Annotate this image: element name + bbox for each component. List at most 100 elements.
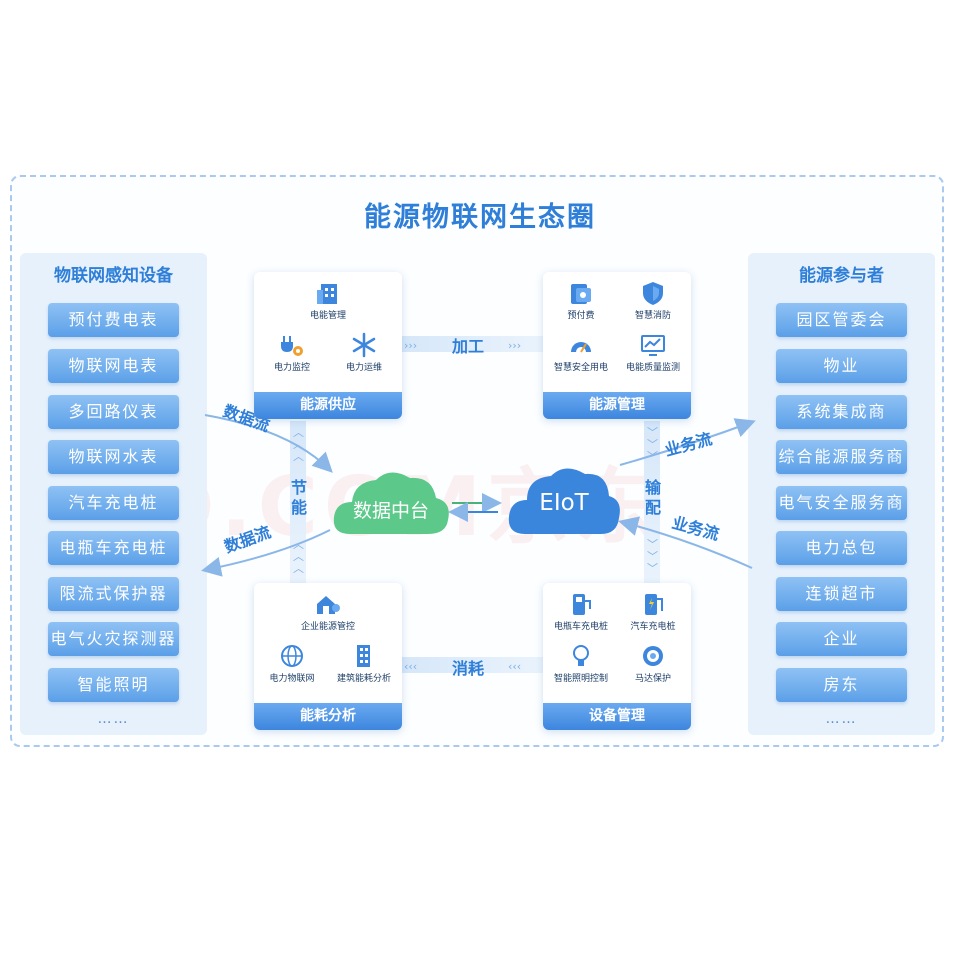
card-energy-management: 预付费 智慧消防 智慧安全用电 电能质量监测 能源管理: [543, 272, 691, 419]
card-item-label: 企业能源管控: [300, 622, 355, 632]
svg-text:﹀: ﹀: [647, 426, 658, 439]
building-icon: [357, 645, 370, 667]
flow-label-process: 加工: [452, 337, 485, 356]
svg-text:﹀: ﹀: [647, 550, 658, 563]
svg-text:︿: ︿: [293, 450, 304, 463]
svg-text:︿: ︿: [293, 562, 304, 575]
card-item: 电能质量监测: [615, 332, 691, 373]
gauge-icon: [571, 342, 591, 353]
data-flow-arrow-upper: [204, 414, 333, 473]
svg-text:﹀: ﹀: [647, 438, 658, 451]
participant-item: 物业: [776, 349, 907, 383]
device-item: 智能照明: [48, 668, 179, 702]
more-ellipsis: ……: [825, 711, 858, 727]
card-item: 电力运维: [326, 332, 402, 373]
more-ellipsis: ……: [97, 711, 130, 727]
bottom-chevrons: ‹‹‹ ‹‹‹: [404, 660, 521, 673]
page-title: 能源物联网生态圈: [364, 202, 596, 233]
lightbulb-icon: [573, 645, 589, 666]
right-chevrons: ﹀﹀﹀ ﹀﹀﹀: [647, 426, 658, 575]
card-item: 汽车充电桩: [615, 591, 691, 632]
card-item: 电力监控: [254, 332, 330, 373]
business-flow-arrow-upper: [619, 418, 756, 466]
card-item: 预付费: [543, 280, 619, 321]
card-item: 智慧安全用电: [543, 332, 619, 373]
card-energy-supply: 电能管理 电力监控 电力运维 能源供应: [254, 272, 402, 419]
device-item: 限流式保护器: [48, 577, 179, 611]
card-item: 建筑能耗分析: [326, 643, 402, 684]
card-item: 智慧消防: [615, 280, 691, 321]
svg-text:›››: ›››: [404, 339, 417, 352]
right-panel: 能源参与者 园区管委会 物业 系统集成商 综合能源服务商 电气安全服务商 电力总…: [748, 253, 935, 735]
card-item-label: 电力监控: [273, 363, 310, 373]
business-flow-arrow-lower: [618, 516, 753, 569]
participant-item: 系统集成商: [776, 395, 907, 429]
monitor-chart-icon: [641, 335, 665, 356]
svg-text:︿: ︿: [293, 438, 304, 451]
left-panel: 物联网感知设备 预付费电表 物联网电表 多回路仪表 物联网水表 汽车充电桩 电瓶…: [20, 253, 207, 735]
participant-item: 连锁超市: [776, 577, 907, 611]
flow-label-distribution: 输配: [644, 478, 661, 517]
data-platform-cloud: 数据中台: [328, 462, 454, 540]
card-item-label: 电力物联网: [269, 674, 315, 684]
card-title: 设备管理: [543, 703, 691, 730]
device-item: 物联网水表: [48, 440, 179, 474]
flow-label-energy-saving: 节能: [290, 478, 307, 517]
card-device-management: 电瓶车充电桩 汽车充电桩 智能照明控制 马达保护 设备管理: [543, 583, 691, 730]
card-item-label: 电力运维: [345, 363, 382, 373]
card-title: 能源管理: [543, 392, 691, 419]
card-title: 能耗分析: [254, 703, 402, 730]
building-power-icon: [317, 284, 337, 304]
card-title: 能源供应: [254, 392, 402, 419]
device-item: 多回路仪表: [48, 395, 179, 429]
svg-text:﹀: ﹀: [647, 538, 658, 551]
participant-item: 园区管委会: [776, 303, 907, 337]
device-item: 汽车充电桩: [48, 486, 179, 520]
left-panel-heading: 物联网感知设备: [54, 266, 173, 286]
card-item-label: 汽车充电桩: [630, 622, 676, 632]
card-item-label: 智能照明控制: [553, 674, 608, 684]
participant-item: 企业: [776, 622, 907, 656]
ev-charger-icon: [645, 594, 663, 615]
card-item-label: 智慧消防: [634, 311, 671, 321]
plug-gear-icon: [281, 336, 303, 356]
cloud-icon-blue: [508, 468, 620, 534]
prepaid-card-icon: [571, 284, 591, 304]
eiot-cloud: EIoT: [505, 460, 623, 540]
globe-network-icon: [281, 645, 303, 667]
svg-text:‹‹‹: ‹‹‹: [508, 660, 521, 673]
card-item-label: 电能管理: [309, 311, 346, 321]
enterprise-energy-icon: [317, 596, 340, 614]
ebike-charger-icon: [573, 594, 591, 615]
right-panel-heading: 能源参与者: [799, 266, 884, 286]
svg-text:﹀: ﹀: [647, 450, 658, 463]
shield-icon: [643, 282, 663, 305]
right-band: [644, 421, 660, 583]
card-item: 电能管理: [290, 280, 366, 321]
device-item: 电气火灾探测器: [48, 622, 179, 656]
data-platform-label: 数据中台: [352, 500, 429, 522]
device-item: 预付费电表: [48, 303, 179, 337]
card-item: 电力物联网: [254, 643, 330, 684]
motor-gear-icon: [643, 646, 663, 666]
card-item-label: 马达保护: [634, 674, 671, 684]
card-item-label: 建筑能耗分析: [336, 674, 391, 684]
top-band: [401, 336, 543, 352]
card-item: 电瓶车充电桩: [543, 591, 619, 632]
top-chevrons: ››› ›››: [404, 339, 521, 352]
data-flow-arrow-lower: [201, 529, 331, 577]
svg-text:︿: ︿: [293, 550, 304, 563]
card-item-label: 预付费: [567, 311, 595, 321]
svg-text:›››: ›››: [508, 339, 521, 352]
card-item-label: 智慧安全用电: [553, 363, 608, 373]
flow-label-consume: 消耗: [452, 659, 485, 678]
card-item: 智能照明控制: [543, 643, 619, 684]
card-consumption-analysis: 企业能源管控 电力物联网 建筑能耗分析 能耗分析: [254, 583, 402, 730]
participant-item: 综合能源服务商: [776, 440, 907, 474]
device-item: 电瓶车充电桩: [48, 531, 179, 565]
card-item: 马达保护: [615, 643, 691, 684]
svg-text:‹‹‹: ‹‹‹: [404, 660, 417, 673]
bottom-band: [401, 657, 543, 673]
participant-item: 电气安全服务商: [776, 486, 907, 520]
